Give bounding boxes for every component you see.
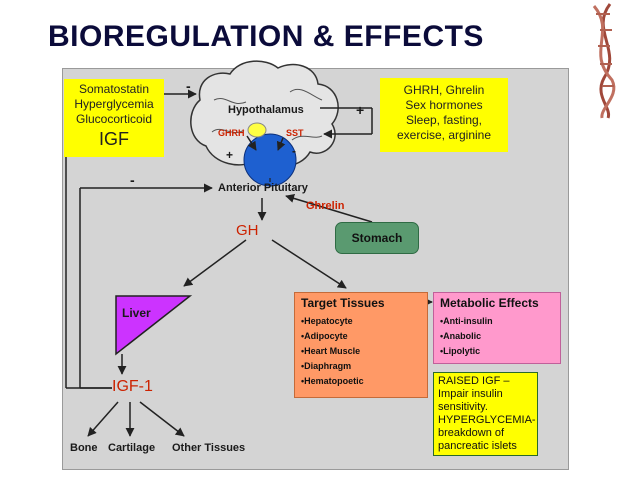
inhibitor-line: Glucocorticoid <box>75 112 153 126</box>
inhibitors-box: Somatostatin Hyperglycemia Glucocorticoi… <box>64 79 164 157</box>
raised-igf-line: sensitivity. <box>438 401 488 413</box>
inhibitor-line: Somatostatin <box>78 82 150 96</box>
left-minus-sign: - <box>130 172 135 188</box>
slide-title: BIOREGULATION & EFFECTS <box>48 20 484 53</box>
target-tissues-heading: Target Tissues <box>301 296 385 310</box>
inhibitor-igf: IGF <box>99 129 129 149</box>
metabolic-effect-item: •Anti-insulin <box>440 316 493 326</box>
sst-minus-sign: - <box>292 144 296 158</box>
ghrh-label: GHRH <box>218 128 245 138</box>
stimulator-line: GHRH, Ghrelin <box>403 83 485 97</box>
target-tissue-item: •Heart Muscle <box>301 346 361 356</box>
raised-igf-line: RAISED IGF – <box>438 375 510 387</box>
target-tissue-item: •Diaphragm <box>301 361 352 371</box>
metabolic-effect-item: •Lipolytic <box>440 346 481 356</box>
target-tissues-box: Target Tissues •Hepatocyte •Adipocyte •H… <box>294 292 428 398</box>
anterior-pituitary-label: Anterior Pituitary <box>218 182 308 194</box>
raised-igf-line: pancreatic islets <box>438 440 517 452</box>
output-other-tissues: Other Tissues <box>172 442 246 454</box>
dna-helix-icon <box>592 3 616 119</box>
stomach-label: Stomach <box>351 231 403 245</box>
metabolic-effect-item: •Anabolic <box>440 331 482 341</box>
top-left-minus-sign: - <box>186 78 191 94</box>
sst-label: SST <box>286 128 304 138</box>
liver-shape <box>115 295 193 356</box>
liver-label: Liver <box>122 306 151 320</box>
gh-label: GH <box>236 222 259 239</box>
target-tissue-item: •Adipocyte <box>301 331 348 341</box>
raised-igf-line: Impair insulin <box>438 388 503 400</box>
output-bone: Bone <box>70 442 98 454</box>
igf1-label: IGF-1 <box>112 378 153 395</box>
stimulator-line: exercise, arginine <box>396 128 492 142</box>
stimulator-line: Sex hormones <box>405 98 483 112</box>
inhibitor-line: Hyperglycemia <box>74 97 154 111</box>
stimulators-box: GHRH, Ghrelin Sex hormones Sleep, fastin… <box>380 78 508 152</box>
top-right-plus-sign: + <box>356 102 365 118</box>
hypothalamus-label: Hypothalamus <box>228 104 304 116</box>
raised-igf-line: breakdown of <box>438 427 505 439</box>
stomach-box: Stomach <box>335 222 419 254</box>
metabolic-effects-box: Metabolic Effects •Anti-insulin •Anaboli… <box>433 292 561 364</box>
ghrelin-label: Ghrelin <box>306 200 345 212</box>
raised-igf-line: HYPERGLYCEMIA- <box>438 414 536 426</box>
metabolic-effects-heading: Metabolic Effects <box>440 296 539 310</box>
hypothalamus-nucleus <box>247 122 267 138</box>
ghrh-plus-sign: + <box>226 148 234 162</box>
raised-igf-note: RAISED IGF – Impair insulin sensitivity.… <box>433 372 538 456</box>
stimulator-line: Sleep, fasting, <box>405 113 483 127</box>
target-tissue-item: •Hepatocyte <box>301 316 353 326</box>
output-cartilage: Cartilage <box>108 442 156 454</box>
target-tissue-item: •Hematopoetic <box>301 376 364 386</box>
